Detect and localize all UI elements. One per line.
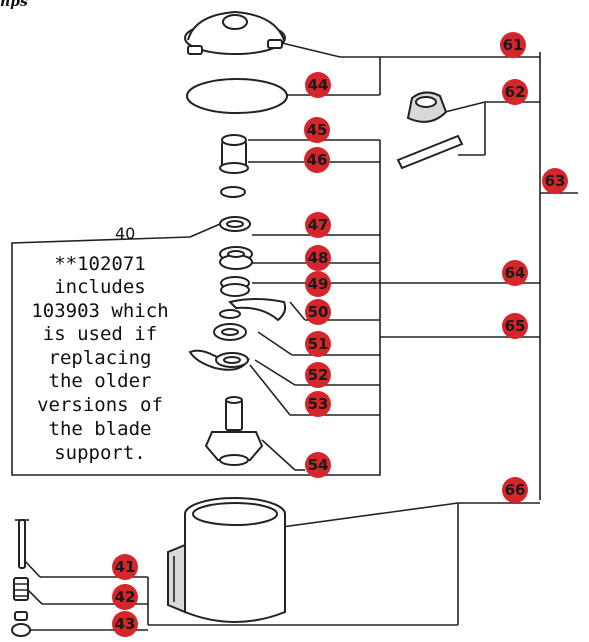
callout-48: 48 bbox=[305, 245, 331, 271]
note-line-8: the blade bbox=[49, 418, 152, 440]
callout-45: 45 bbox=[304, 117, 330, 143]
part-upper-blade bbox=[228, 298, 287, 322]
part-gasket bbox=[186, 78, 288, 114]
callout-62-label: 62 bbox=[505, 83, 526, 101]
part-blade-ring bbox=[215, 352, 249, 368]
group-label-40: 40 bbox=[115, 224, 135, 243]
callout-45-label: 45 bbox=[307, 121, 328, 139]
callouts: 61 62 63 64 65 66 44 45 bbox=[112, 32, 568, 637]
callout-47: 47 bbox=[305, 212, 331, 238]
callout-63-label: 63 bbox=[545, 172, 566, 190]
part-pin bbox=[15, 519, 29, 569]
part-knob bbox=[11, 611, 31, 637]
callout-44-label: 44 bbox=[308, 76, 329, 94]
callout-50-label: 50 bbox=[308, 303, 329, 321]
callout-52: 52 bbox=[305, 362, 331, 388]
part-lid bbox=[184, 10, 286, 55]
callout-48-label: 48 bbox=[308, 249, 329, 267]
callout-49-label: 49 bbox=[308, 275, 329, 293]
callout-51-label: 51 bbox=[308, 335, 329, 353]
note-line-6: the older bbox=[49, 370, 152, 392]
part-bowl bbox=[167, 497, 286, 623]
callout-66: 66 bbox=[502, 477, 528, 503]
callout-53: 53 bbox=[305, 391, 331, 417]
note-line-9: support. bbox=[54, 442, 146, 464]
callout-46: 46 bbox=[304, 147, 330, 173]
callout-50: 50 bbox=[305, 299, 331, 325]
part-lid-handle bbox=[396, 91, 464, 170]
callout-41: 41 bbox=[112, 554, 138, 580]
part-spacer bbox=[219, 309, 241, 319]
callout-53-label: 53 bbox=[308, 395, 329, 413]
note-line-3: 103903 which bbox=[31, 300, 168, 322]
callout-43: 43 bbox=[112, 611, 138, 637]
header-fragment: nps bbox=[0, 0, 28, 10]
part-blade-support bbox=[204, 396, 264, 466]
callout-65: 65 bbox=[502, 313, 528, 339]
callout-47-label: 47 bbox=[308, 216, 329, 234]
callout-42-label: 42 bbox=[115, 588, 136, 606]
callout-43-label: 43 bbox=[115, 615, 136, 633]
callout-44: 44 bbox=[305, 72, 331, 98]
part-spring bbox=[13, 577, 29, 601]
callout-65-label: 65 bbox=[505, 317, 526, 335]
callout-49: 49 bbox=[305, 271, 331, 297]
callout-46-label: 46 bbox=[307, 151, 328, 169]
callout-64: 64 bbox=[502, 260, 528, 286]
callout-54-label: 54 bbox=[308, 456, 329, 474]
note-line-7: versions of bbox=[37, 394, 163, 416]
callout-52-label: 52 bbox=[308, 366, 329, 384]
part-blade-hub bbox=[213, 323, 247, 341]
note-line-1: **102071 bbox=[54, 253, 146, 275]
part-small-ring bbox=[220, 186, 246, 198]
callout-63: 63 bbox=[542, 168, 568, 194]
note-line-5: replacing bbox=[49, 347, 152, 369]
note-box: 40 **102071 includes 103903 which is use… bbox=[31, 224, 168, 464]
note-line-2: includes bbox=[54, 276, 146, 298]
callout-42: 42 bbox=[112, 584, 138, 610]
part-ring-47 bbox=[219, 246, 253, 270]
part-ring-40 bbox=[219, 216, 251, 232]
note-line-4: is used if bbox=[43, 323, 157, 345]
part-drive-shaft bbox=[219, 134, 249, 174]
callout-41-label: 41 bbox=[115, 558, 136, 576]
callout-51: 51 bbox=[305, 331, 331, 357]
callout-62: 62 bbox=[502, 79, 528, 105]
callout-61-label: 61 bbox=[503, 36, 524, 54]
part-ring-48 bbox=[220, 276, 250, 297]
callout-61: 61 bbox=[500, 32, 526, 58]
callout-64-label: 64 bbox=[505, 264, 526, 282]
callout-66-label: 66 bbox=[505, 481, 526, 499]
callout-54: 54 bbox=[305, 452, 331, 478]
